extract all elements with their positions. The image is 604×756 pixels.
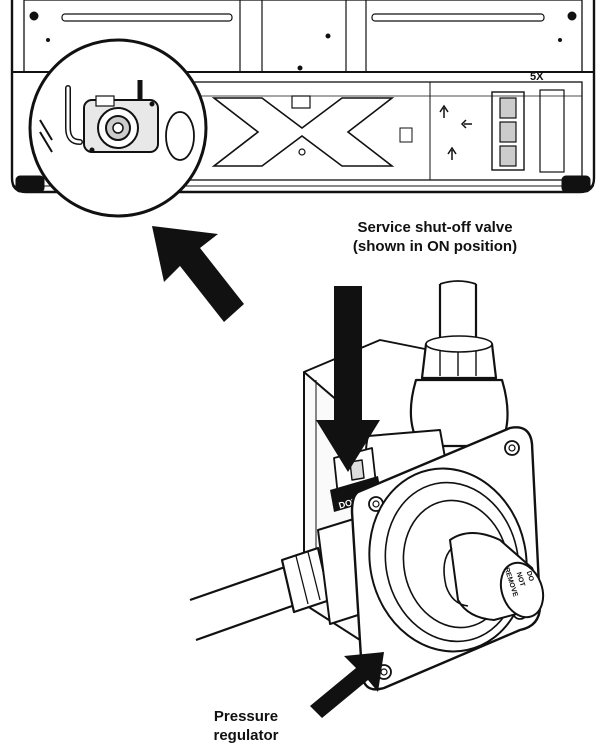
panel-code-text: 5X bbox=[530, 71, 544, 83]
shutoff-valve-callout-line1: Service shut-off valve bbox=[357, 219, 513, 236]
pointer-arrow-pressure-regulator bbox=[310, 652, 384, 718]
pressure-regulator-callout-line2: regulator bbox=[213, 727, 279, 744]
pressure-regulator-callout-line1: Pressure bbox=[213, 708, 279, 725]
shutoff-valve-callout-line2: (shown in ON position) bbox=[352, 238, 518, 255]
not-text: NOT bbox=[515, 571, 526, 588]
valve-closeup: DOWN bbox=[189, 280, 545, 691]
pointer-arrow-shutoff-valve bbox=[316, 286, 380, 472]
shutoff-valve-callout: Service shut-off valve (shown in ON posi… bbox=[300, 218, 570, 256]
highlight-circle bbox=[28, 38, 208, 218]
pointer-arrow-to-circle bbox=[152, 226, 244, 322]
pressure-regulator-callout: Pressure regulator bbox=[186, 707, 306, 745]
valve-thumbnail bbox=[39, 80, 195, 161]
do-text: DO bbox=[525, 570, 535, 583]
